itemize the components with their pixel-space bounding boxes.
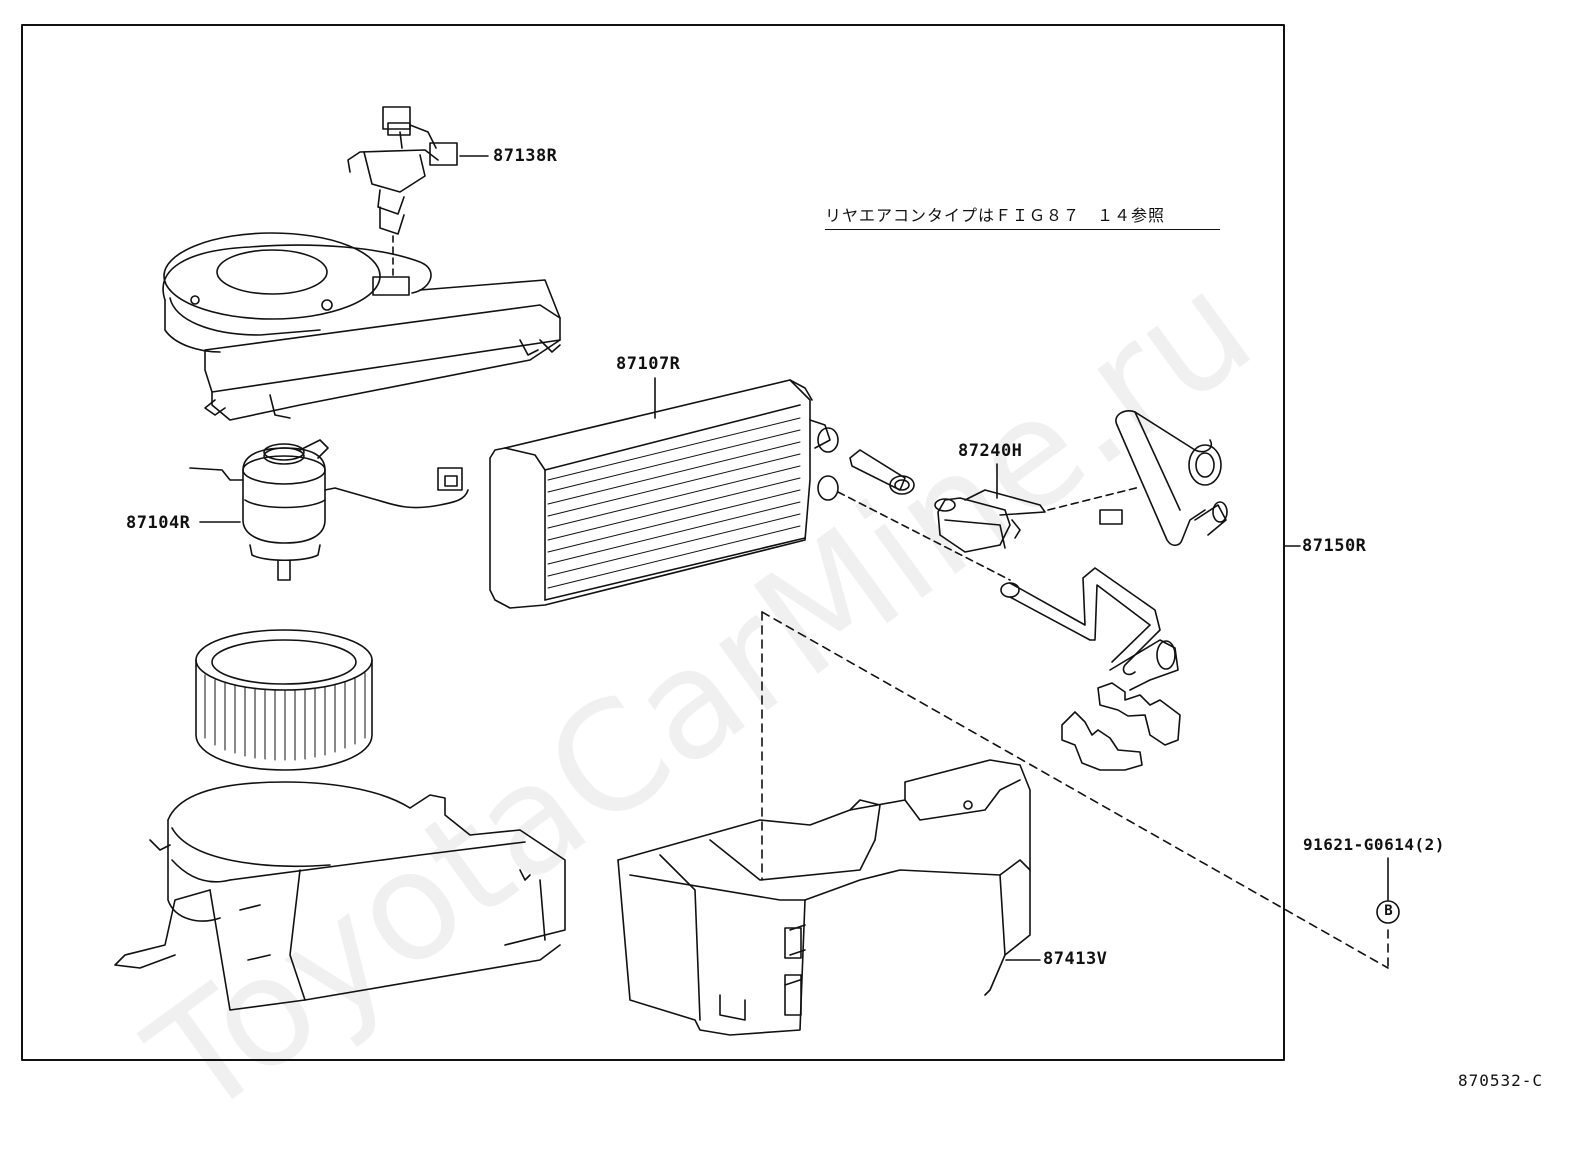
label-leaders <box>199 155 1301 547</box>
part-87104R-blower-motor <box>189 439 469 581</box>
part-87138R-resistor <box>347 106 458 276</box>
part-87240H-water-valve <box>934 463 1141 553</box>
part-upper-hose <box>1115 410 1228 547</box>
parts-diagram <box>21 24 1400 1061</box>
part-pipe-grommet <box>837 449 1011 581</box>
note-underline <box>825 229 1220 230</box>
part-lower-blower-case <box>114 781 566 1011</box>
part-87107R-heater-core <box>489 377 839 609</box>
label-91621-G0614: 91621-G0614(2) <box>1303 835 1445 854</box>
label-87413V: 87413V <box>1043 949 1108 969</box>
figure-reference: 870532-C <box>1458 1071 1544 1090</box>
part-clamps <box>1061 682 1181 771</box>
diagram-frame <box>21 24 1285 1061</box>
label-87104R: 87104R <box>126 513 191 533</box>
part-87413V-air-duct <box>617 759 1041 1036</box>
part-lower-pipe <box>1000 567 1179 691</box>
note-text: リヤエアコンタイプはＦＩＧ８７ １４参照 <box>825 206 1166 225</box>
fastener-callout <box>1376 857 1400 924</box>
part-blower-fan <box>195 629 373 771</box>
label-87107R: 87107R <box>616 354 681 374</box>
fastener-symbol: B <box>1384 903 1393 919</box>
label-87150R: 87150R <box>1302 536 1367 556</box>
assembly-dash-lines <box>761 611 1389 969</box>
part-upper-blower-case <box>162 232 561 421</box>
label-87240H: 87240H <box>958 441 1023 461</box>
label-87138R: 87138R <box>493 146 558 166</box>
